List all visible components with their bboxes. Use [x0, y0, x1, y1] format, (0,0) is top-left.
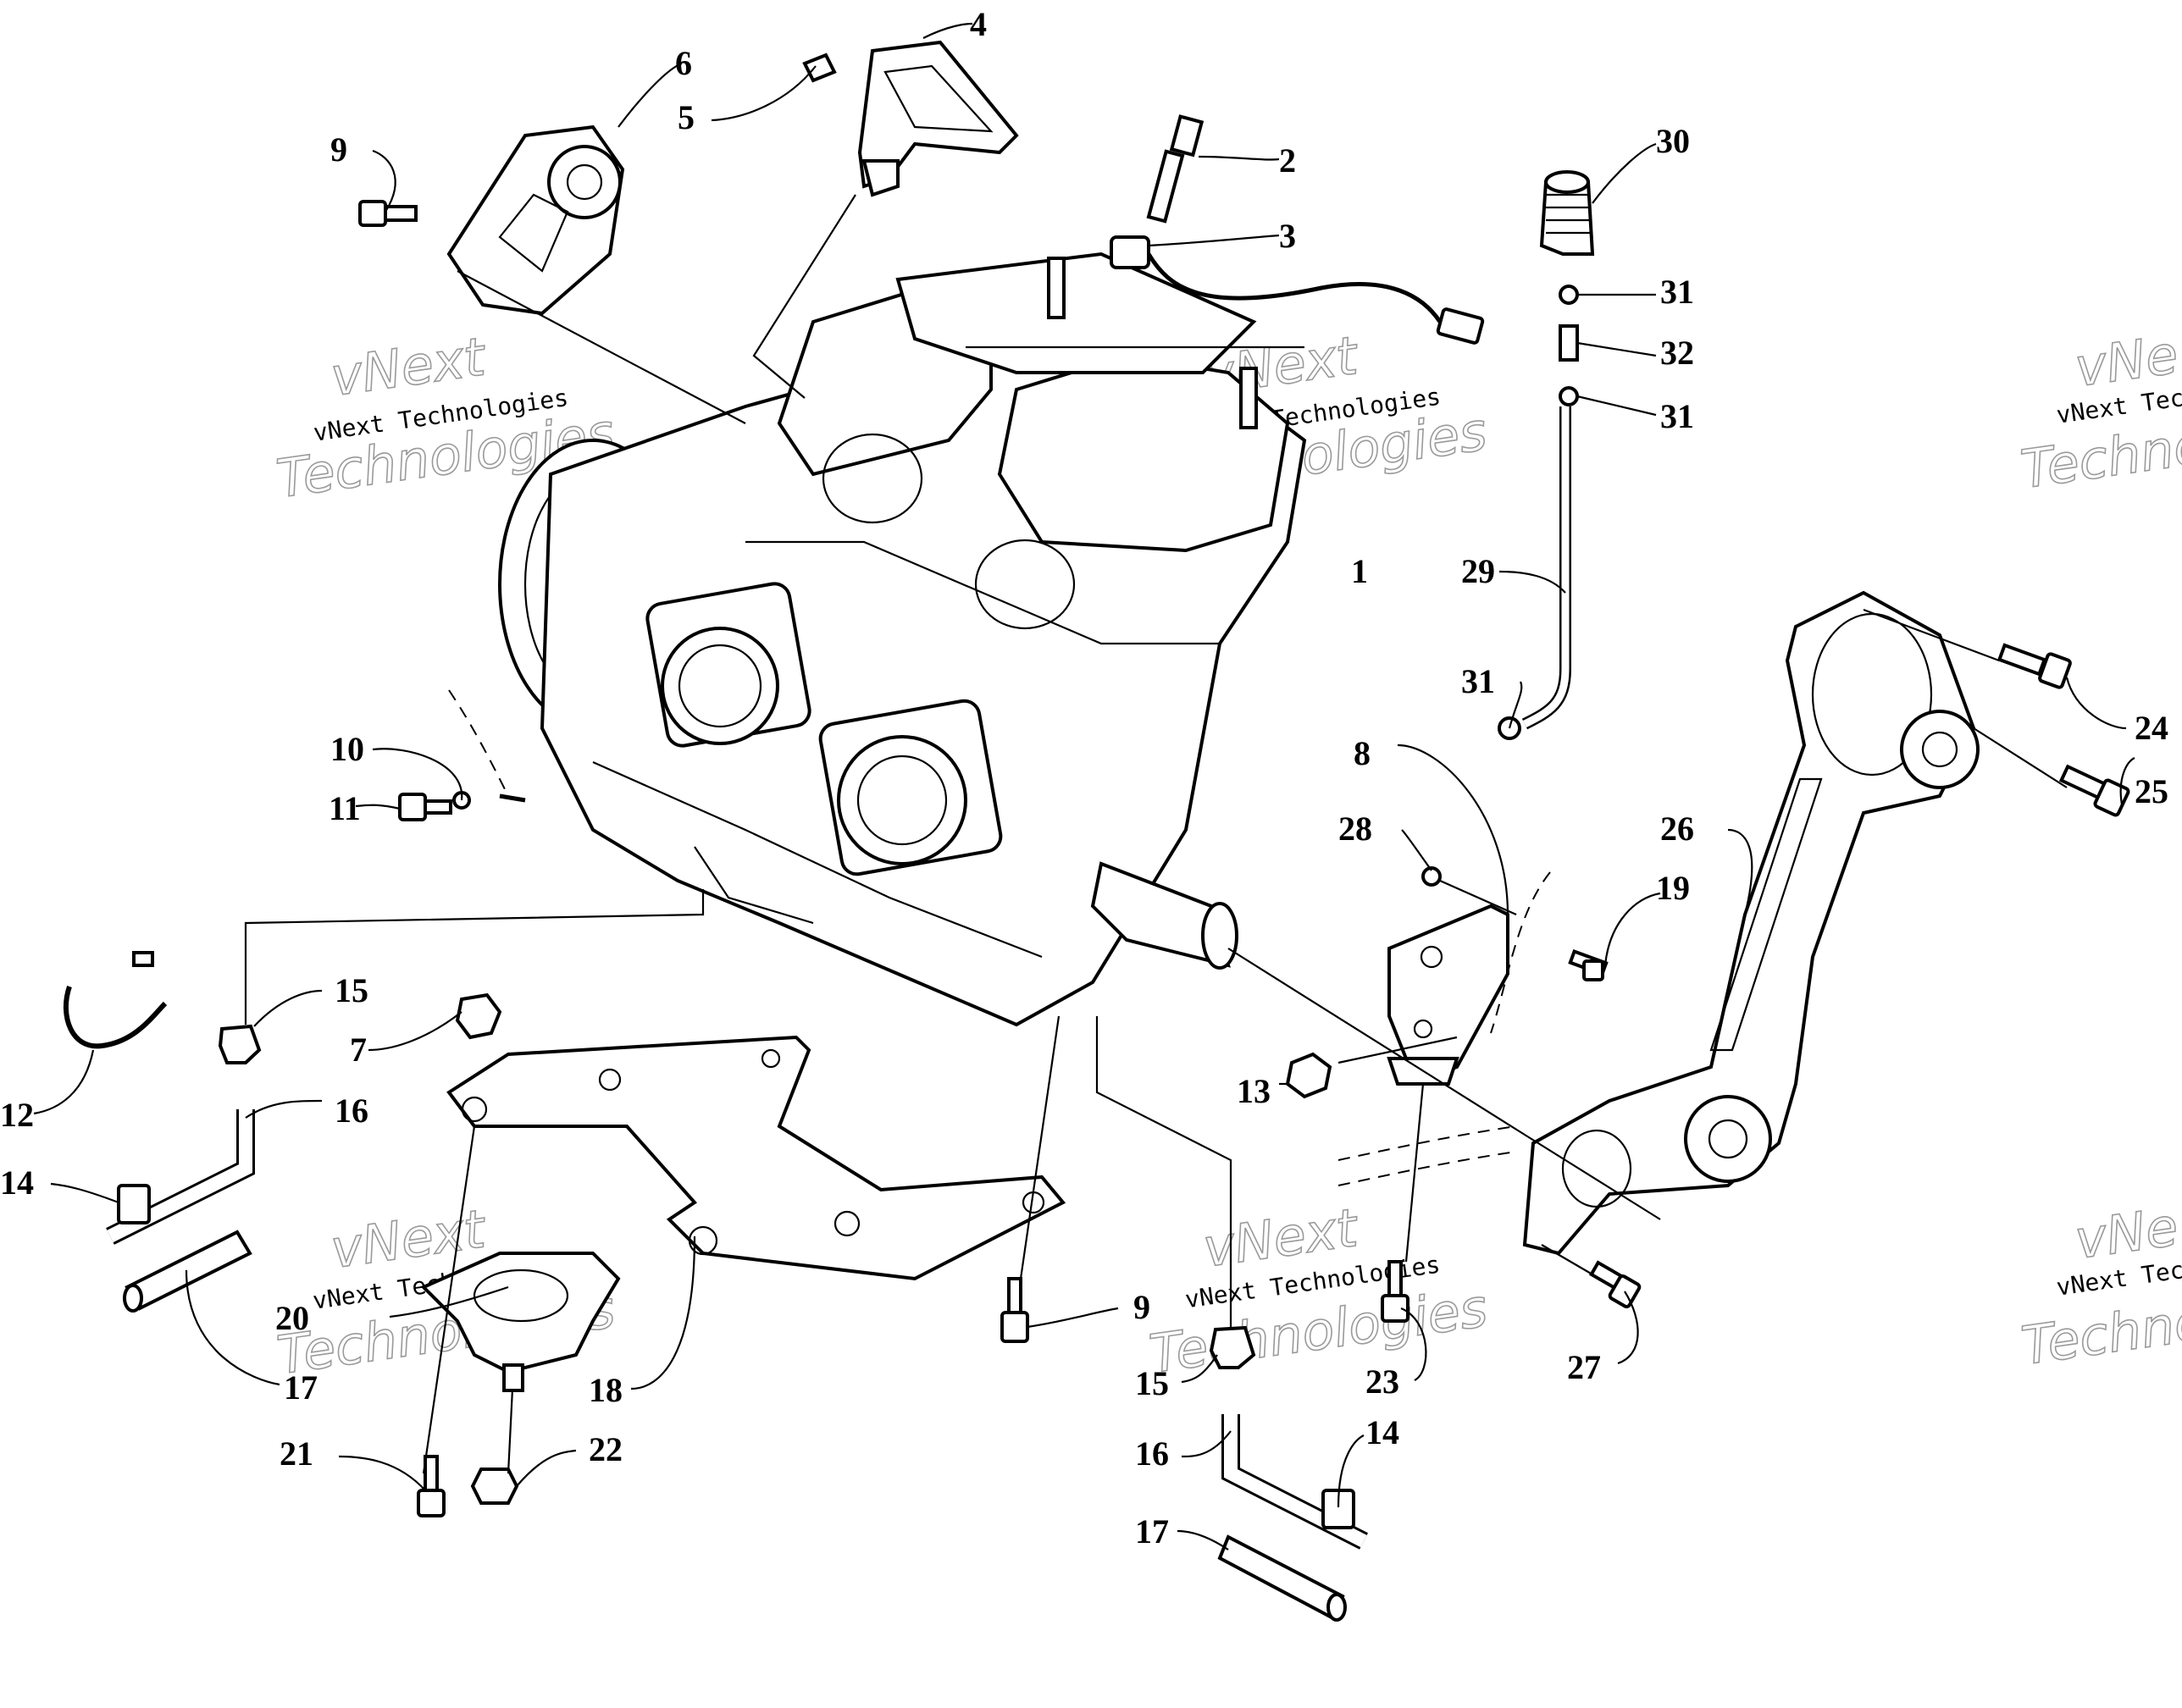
callout-7: 7: [350, 1031, 367, 1069]
watermark-big-bottom: Techno: [2018, 1290, 2182, 1377]
handle-4: [857, 40, 1019, 197]
base-plate-18: [446, 1035, 1066, 1281]
callout-15-right: 15: [1135, 1364, 1169, 1402]
pto-shaft: [1090, 861, 1231, 968]
callout-11: 11: [329, 789, 361, 827]
callout-16-left: 16: [335, 1092, 368, 1130]
callout-21: 21: [280, 1434, 313, 1473]
callout-28: 28: [1338, 810, 1372, 848]
bolt-23: [1381, 1260, 1409, 1323]
callout-14-left: 14: [0, 1164, 34, 1202]
mount-20: [420, 1252, 621, 1392]
sensor-3: [1110, 235, 1485, 345]
nut-13: [1285, 1052, 1332, 1099]
spring-17-right: [1217, 1534, 1347, 1622]
callout-2: 2: [1279, 141, 1296, 180]
callout-12: 12: [0, 1096, 34, 1134]
callout-6: 6: [675, 44, 692, 82]
callout-14-right: 14: [1365, 1413, 1399, 1451]
callout-23: 23: [1365, 1363, 1399, 1401]
nut-15-left: [218, 1024, 262, 1064]
callout-9-bottom: 9: [1133, 1288, 1150, 1326]
bolt-27: [1588, 1260, 1642, 1309]
strap-12: [64, 986, 168, 1049]
fitting-32: [1559, 324, 1579, 362]
callout-17-left: 17: [284, 1368, 318, 1407]
callout-13: 13: [1237, 1072, 1271, 1110]
bolt-25: [2058, 764, 2130, 817]
bolt-24: [1996, 643, 2072, 689]
callout-16-right: 16: [1135, 1434, 1169, 1473]
callout-9-top: 9: [330, 130, 347, 169]
spark-plug-left: [1047, 257, 1066, 319]
bracket-8: [1387, 904, 1509, 1086]
watermark-big-top: vNext: [327, 325, 490, 408]
callout-29: 29: [1461, 552, 1495, 590]
engine-block: [498, 252, 1307, 1027]
watermark-big-top: vNe: [2071, 323, 2181, 399]
callout-31b: 31: [1660, 397, 1694, 435]
clamp-14-left: [117, 1184, 151, 1224]
clamp-31b: [1559, 386, 1579, 406]
cable-10-ghost: [448, 689, 509, 797]
callout-labels: 1 2 3 4 5 6 9 30 31 32 31 29 31 24 25 8 …: [0, 5, 2168, 1550]
hose-29: [1521, 406, 1571, 730]
mount-arm-26: [1522, 590, 1980, 1256]
watermark-3: vNe vNext Tec Techno: [2017, 323, 2182, 501]
spring-17-left: [123, 1230, 252, 1313]
callout-10: 10: [330, 730, 364, 768]
callout-17-right: 17: [1135, 1512, 1169, 1550]
clamp-31a: [1559, 285, 1579, 305]
bolt-2: [1146, 114, 1205, 224]
washer-28: [1421, 866, 1442, 887]
bolt-9-bottom: [1000, 1277, 1029, 1343]
watermark-5: vNext vNext Technologies Technologies: [1145, 1196, 1492, 1386]
callout-19: 19: [1656, 869, 1690, 907]
mount-plate-6: [446, 124, 625, 316]
callout-30: 30: [1656, 122, 1690, 160]
callout-20: 20: [275, 1299, 309, 1337]
callout-5: 5: [678, 98, 695, 136]
watermark-6: vNe vNext Tec Techno: [2017, 1195, 2182, 1378]
pto-shaft-end: [1201, 902, 1238, 970]
callout-22: 22: [589, 1430, 623, 1468]
callout-25: 25: [2135, 772, 2168, 810]
callout-4: 4: [970, 5, 987, 43]
watermark-big-top: vNe: [2071, 1196, 2181, 1271]
callout-3: 3: [1279, 217, 1296, 255]
clip-5: [802, 53, 837, 83]
bolt-11: [398, 793, 452, 821]
callout-27: 27: [1567, 1348, 1601, 1386]
callout-18: 18: [589, 1371, 623, 1409]
nut-22: [470, 1468, 519, 1505]
callout-31a: 31: [1660, 273, 1694, 311]
bolt-19: [1568, 949, 1609, 981]
nut-15-right: [1209, 1325, 1256, 1369]
callout-26: 26: [1660, 810, 1694, 848]
watermark-big-bottom: Techno: [2017, 413, 2182, 500]
head-cover: [895, 252, 1257, 374]
leader-lines: [33, 22, 2135, 1550]
callout-15-left: 15: [335, 971, 368, 1009]
callout-32: 32: [1660, 334, 1694, 372]
nut-7: [455, 992, 502, 1040]
callout-31c: 31: [1461, 662, 1495, 700]
bolt-21: [417, 1455, 446, 1517]
callout-1: 1: [1351, 552, 1368, 590]
boot-30: [1539, 170, 1595, 256]
strap-12-head: [132, 951, 154, 967]
callout-24: 24: [2135, 709, 2168, 747]
bolt-9-top: [358, 200, 418, 227]
callout-8: 8: [1354, 734, 1371, 772]
spark-plug-right: [1239, 367, 1258, 429]
bracket-ghost: [1490, 871, 1551, 1034]
